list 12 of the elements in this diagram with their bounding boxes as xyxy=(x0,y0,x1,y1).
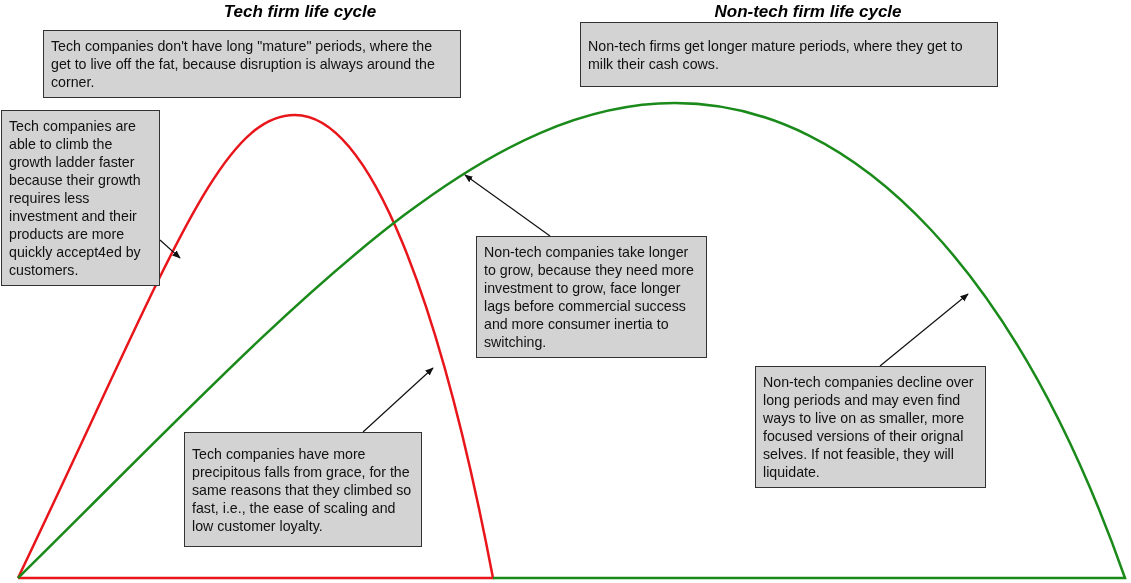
callout-box: Non-tech companies take longer to grow, because they need more investment to grow, face longer lags before commercial success and more consumer inertia to switching. xyxy=(476,236,707,358)
callout-box: Tech companies don't have long "mature" periods, where the get to live off the fat, because disruption is always around the corner. xyxy=(43,30,461,98)
callout-box: Non-tech firms get longer mature periods, where they get to milk their cash cows. xyxy=(580,22,998,87)
chart-heading: Tech firm life cycle xyxy=(223,2,377,22)
callout-box: Tech companies are able to climb the growth ladder faster because their growth requires less investment and their products are more quickly accept4ed by customers. xyxy=(1,110,160,286)
leader-arrow xyxy=(362,367,434,433)
leader-arrow xyxy=(464,174,551,237)
callout-box: Non-tech companies decline over long periods and may even find ways to live on as smaller, more focused versions of their orignal selves. If not feasible, they will liquidate. xyxy=(755,366,986,488)
leader-arrow xyxy=(159,239,181,259)
callout-box: Tech companies have more precipitous falls from grace, for the same reasons that they climbed so fast, i.e., the ease of scaling and low customer loyalty. xyxy=(184,432,422,547)
chart-heading: Non-tech firm life cycle xyxy=(714,2,902,22)
leader-arrow xyxy=(879,293,969,367)
